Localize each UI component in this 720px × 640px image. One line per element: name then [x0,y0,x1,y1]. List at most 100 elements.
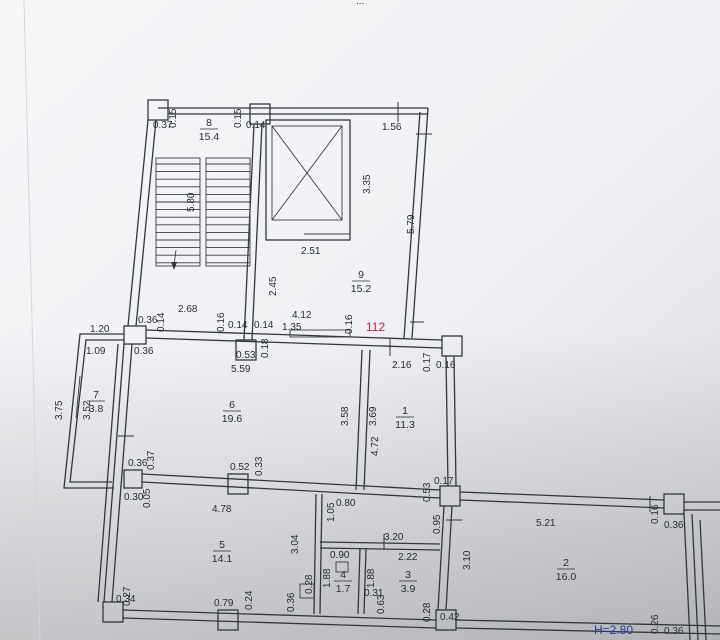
room-area: 11.3 [395,419,415,431]
dimension-label: 0.63 [376,594,387,614]
fixture [299,583,315,599]
dimension-label: 3.69 [368,406,379,426]
dimension-label: 3.20 [384,532,404,543]
dimension-label: 2.68 [178,304,198,315]
dimension-label: 4.12 [292,310,312,321]
paper-shadow [0,330,720,640]
dimension-label: 5.21 [536,518,556,529]
room-label: 41.7 [334,569,352,595]
room-number: 7 [93,389,99,401]
dimension-label: 1.88 [366,568,377,588]
dimension-label: 0.14 [246,120,266,131]
dimension-label: 0.80 [336,498,356,509]
room-label: 619.6 [222,399,243,425]
dimension-label: 2.22 [398,552,418,563]
staircase [155,157,251,270]
dimension-label: 3.04 [290,534,301,554]
dimension-label: 0.16 [216,312,227,332]
fixture [335,561,349,573]
dimension-label: 4.72 [370,436,381,456]
dimension-label: 0.36 [664,626,684,637]
dimension-label: 0.15 [168,108,179,128]
dimension-label: 1.20 [90,324,110,335]
dimension-label: 0.36 [128,458,148,469]
dimension-label: 1.88 [322,568,333,588]
dimension-label: 0.16 [344,314,355,334]
dimension-label: 2.16 [392,360,412,371]
dimension-label: 0.24 [244,590,255,610]
room-number: 2 [563,557,569,569]
room-number: 6 [229,399,235,411]
room-area: 15.2 [351,283,372,295]
dimension-label: 0.05 [142,488,153,508]
dimension-label: 3.58 [340,406,351,426]
room-label: 514.1 [212,539,233,565]
dimension-label: 1.35 [282,322,302,333]
room-area: 1.7 [336,583,351,595]
sill [289,329,351,338]
room-label: 73.8 [87,389,105,415]
dimension-label: 4.78 [212,504,232,515]
room-label: 915.2 [351,269,372,295]
room-number: 9 [358,269,364,281]
stamp-number: 112 [366,320,385,334]
dimension-label: 0.17 [422,352,433,372]
dimension-label: 0.36 [134,346,154,357]
dimension-ticks [118,102,651,550]
dimension-label: 0.28 [422,602,433,622]
height-label: H=2.80 [594,623,633,637]
lift-shaft [265,119,351,241]
dimension-label: 0.15 [233,108,244,128]
room-area: 16.0 [556,571,577,583]
room-area: 3.8 [89,403,104,415]
room-area: 3.9 [401,583,416,595]
dimension-label: 1.56 [382,122,402,133]
room-number: 8 [206,117,212,129]
room-label: 815.4 [199,117,220,143]
dimension-label: 0.53 [422,482,433,502]
dimension-label: 3.52 [82,400,93,420]
dimension-label: 0.36 [138,315,158,326]
dimension-label: 0.16 [650,504,661,524]
dimension-label: 0.90 [330,550,350,561]
room-number: 1 [402,405,408,417]
dimension-label: 0.79 [214,598,234,609]
dimension-label: 0.36 [664,520,684,531]
sheet-top-text: ... [356,0,364,7]
room-number: 3 [405,569,411,581]
dimension-label: 0.53 [236,350,256,361]
dimension-label: 5.80 [186,192,197,212]
dimension-label: 0.14 [228,320,248,331]
room-area: 14.1 [212,553,233,565]
room-number: 4 [340,569,346,581]
dimension-label: 1.09 [86,346,106,357]
dimension-label: 3.75 [54,400,65,420]
dimension-label: 0.26 [650,614,661,634]
dimension-label: 3.35 [362,174,373,194]
dimension-label: 5.59 [231,364,251,375]
dimension-label: 0.30 [124,492,144,503]
dimension-label: 2.45 [268,276,279,296]
dimension-label: 0.28 [304,574,315,594]
paper-crease [23,0,41,640]
dimension-label: 0.52 [230,462,250,473]
dimension-label: 1.05 [326,502,337,522]
dimension-label: 3.10 [462,550,473,570]
room-label: 33.9 [399,569,417,595]
dimension-label: 0.31 [364,588,384,599]
dimension-label: 0.14 [254,320,274,331]
dimension-label: 0.34 [116,594,136,605]
room-label: 216.0 [556,557,577,583]
dimension-label: 0.42 [440,612,460,623]
walls [63,99,720,640]
dimension-label: 0.36 [286,592,297,612]
room-area: 19.6 [222,413,243,425]
dimension-label: 0.16 [436,360,456,371]
dimension-label: 0.37 [146,450,157,470]
dimension-label: 0.95 [432,514,443,534]
dimension-label: 5.79 [406,214,417,234]
dimension-label: 2.51 [301,246,321,257]
